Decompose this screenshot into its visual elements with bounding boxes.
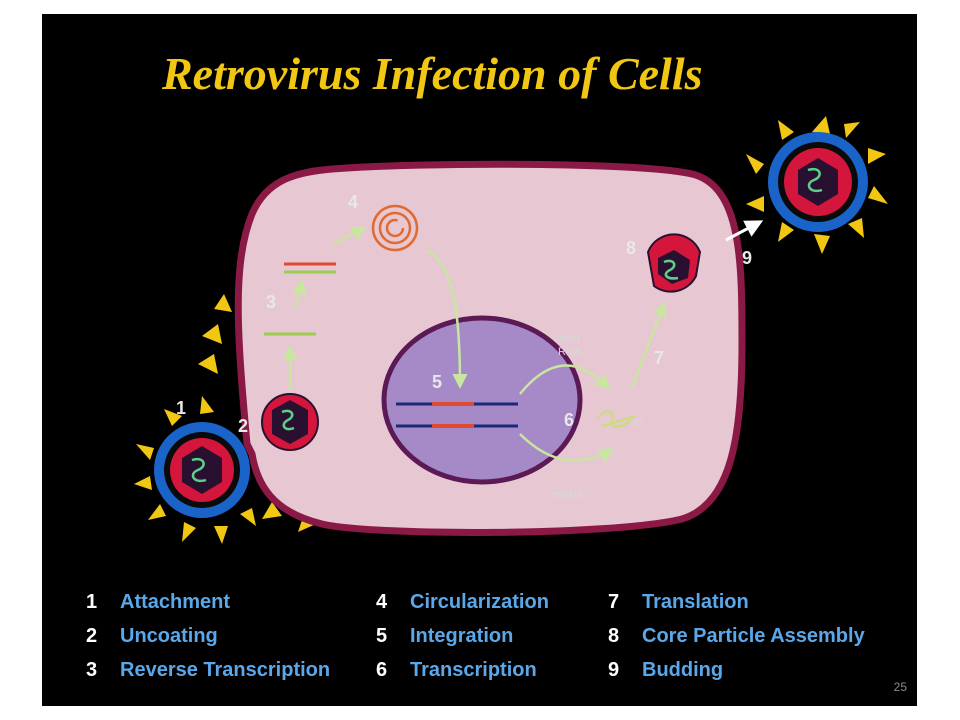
step-3-marker: 3 — [266, 292, 276, 312]
step-9-marker: 9 — [742, 248, 752, 268]
attaching-virion — [134, 396, 256, 544]
viral-rna-transcripts — [597, 410, 637, 428]
legend-label: Attachment — [120, 590, 231, 613]
step-6-marker: 6 — [564, 410, 574, 430]
step-2-marker: 2 — [238, 416, 248, 436]
legend-number: 1 — [86, 590, 98, 613]
legend-label: Circularization — [410, 590, 549, 613]
legend-number: 4 — [376, 590, 388, 613]
legend-label: Budding — [642, 658, 724, 681]
legend-number: 5 — [376, 624, 388, 647]
legend-label: Transcription — [410, 658, 537, 681]
mrna-label: mRNA — [552, 489, 585, 501]
legend-label: Reverse Transcription — [120, 658, 331, 681]
integrated-dna — [396, 402, 518, 428]
legend-number: 9 — [608, 658, 620, 681]
diagram-title: Retrovirus Infection of Cells — [161, 48, 703, 99]
legend-item-6: 6 Transcription — [376, 654, 537, 686]
pathway-arrows — [282, 226, 667, 463]
legend-item-7: 7 Translation — [608, 586, 749, 618]
step-8-marker: 8 — [626, 238, 636, 258]
nucleus — [381, 315, 583, 485]
legend-item-3: 3 Reverse Transcription — [86, 654, 330, 686]
retrovirus-diagram: Retrovirus Infection of Cells — [134, 48, 888, 544]
legend-item-5: 5 Integration — [376, 620, 513, 652]
legend-item-8: 8 Core Particle Assembly — [608, 620, 865, 652]
legend-number: 3 — [86, 658, 98, 681]
legend-item-2: 2 Uncoating — [86, 620, 218, 652]
uncoated-core — [261, 393, 319, 451]
legend-number: 7 — [608, 590, 620, 613]
released-virion — [746, 116, 888, 254]
budding-arrow — [725, 220, 764, 242]
legend-number: 8 — [608, 624, 620, 647]
legend-label: Core Particle Assembly — [642, 624, 865, 647]
legend-item-4: 4 Circularization — [376, 586, 549, 618]
step-5-marker: 5 — [432, 372, 442, 392]
step-legend: 1 Attachment 2 Uncoating 3 Reverse Trans… — [42, 586, 917, 706]
legend-label: Uncoating — [120, 624, 218, 647]
legend-number: 2 — [86, 624, 98, 647]
legend-item-9: 9 Budding — [608, 654, 723, 686]
step-4-marker: 4 — [348, 192, 358, 212]
legend-item-1: 1 Attachment — [86, 586, 230, 618]
slide: Retrovirus Infection of Cells — [42, 14, 917, 706]
step-7-marker: 7 — [654, 348, 664, 368]
dna-duplex — [284, 262, 336, 274]
m-label: m — [634, 417, 643, 429]
budding-particle — [646, 233, 702, 293]
virion-rna-label-line2: RNA — [558, 346, 582, 358]
virion-rna-label-line1: Virion — [552, 333, 580, 345]
legend-label: Integration — [410, 624, 514, 647]
legend-number: 6 — [376, 658, 388, 681]
circular-dna — [371, 204, 419, 252]
page-number: 25 — [893, 680, 907, 694]
step-1-marker: 1 — [176, 398, 186, 418]
legend-label: Translation — [642, 590, 749, 613]
